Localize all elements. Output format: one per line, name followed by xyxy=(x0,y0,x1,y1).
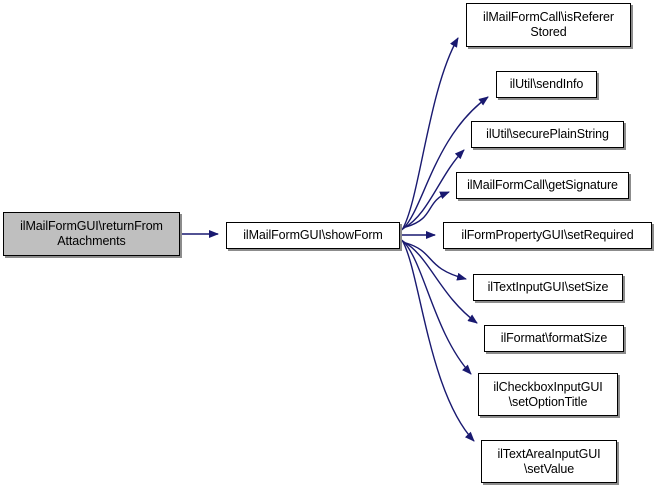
graph-node-setRequired[interactable]: ilFormPropertyGUI\setRequired xyxy=(443,222,652,249)
graph-node-securePlainString[interactable]: ilUtil\securePlainString xyxy=(471,121,624,148)
graph-node-sendInfo[interactable]: ilUtil\sendInfo xyxy=(496,71,597,98)
edge-showForm-to-sendInfo xyxy=(402,96,489,230)
graph-node-formatSize[interactable]: ilFormat\formatSize xyxy=(484,325,624,352)
graph-node-showForm[interactable]: ilMailFormGUI\showForm xyxy=(226,222,400,249)
graph-node-setSize[interactable]: ilTextInputGUI\setSize xyxy=(473,274,623,301)
edge-showForm-to-securePlainString xyxy=(403,149,465,229)
edge-showForm-to-setValue xyxy=(401,239,475,442)
graph-node-setOptionTitle[interactable]: ilCheckboxInputGUI \setOptionTitle xyxy=(478,373,618,416)
graph-node-returnFromAttachments[interactable]: ilMailFormGUI\returnFrom Attachments xyxy=(3,212,180,256)
edge-showForm-to-setOptionTitle xyxy=(402,240,472,375)
edge-showForm-to-formatSize xyxy=(403,241,478,324)
graph-node-isRefererStored[interactable]: ilMailFormCall\isReferer Stored xyxy=(466,3,631,47)
graph-node-setValue[interactable]: ilTextAreaInputGUI \setValue xyxy=(481,440,617,483)
edge-showForm-to-isRefererStored xyxy=(401,37,459,231)
graph-node-getSignature[interactable]: ilMailFormCall\getSignature xyxy=(456,172,629,199)
